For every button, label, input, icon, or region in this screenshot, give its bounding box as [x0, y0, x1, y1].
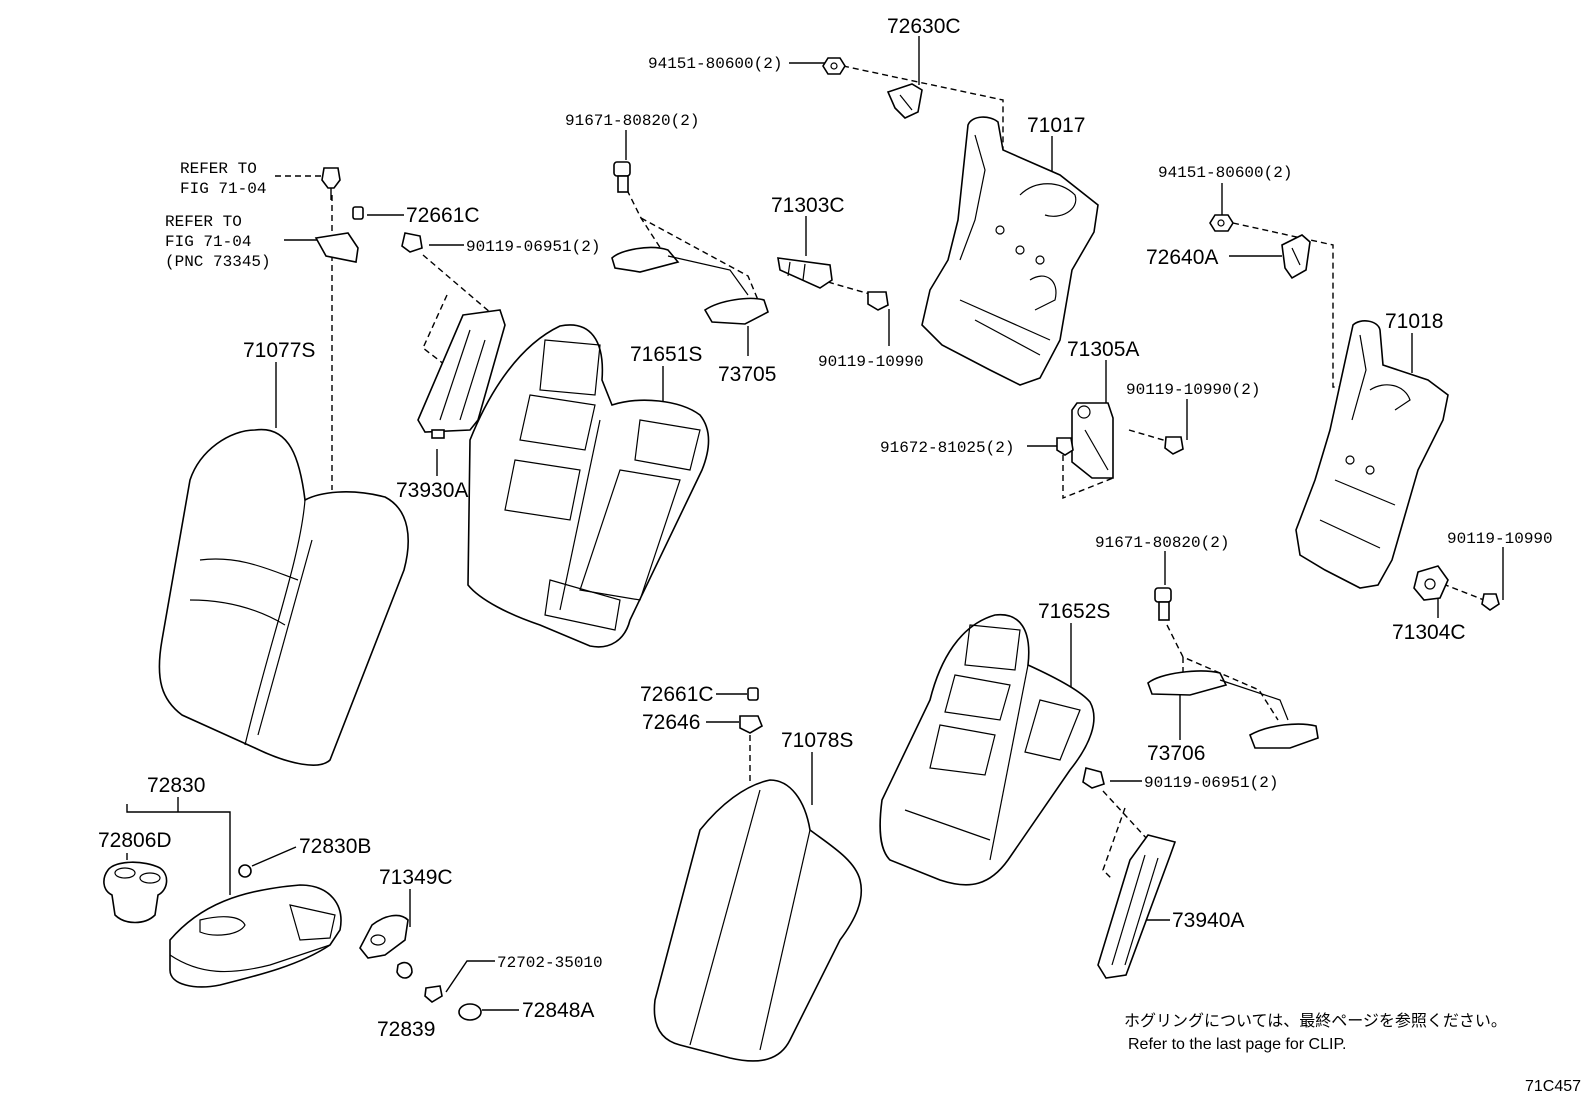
label-72702: 72702-35010: [497, 954, 603, 972]
clip-72661C-mid: [747, 687, 759, 701]
label-73930A: 73930A: [396, 479, 468, 502]
label-91671-right: 91671-80820(2): [1095, 534, 1229, 552]
bolt-90119-10990-mid: [867, 291, 889, 311]
label-71078S: 71078S: [781, 729, 853, 752]
figure-code: 71C457: [1525, 1078, 1581, 1095]
label-71652S: 71652S: [1038, 600, 1110, 623]
label-refer2-line1: REFER TO: [165, 213, 242, 231]
label-73705: 73705: [718, 363, 776, 386]
seat-back-frame-71018: [1295, 320, 1449, 589]
part-labels: 72630C 94151-80600(2) 71017 91671-80820(…: [98, 15, 1553, 1041]
label-91671-top: 91671-80820(2): [565, 112, 699, 130]
note-english: Refer to the last page for CLIP.: [1128, 1036, 1347, 1053]
label-71651S: 71651S: [630, 343, 702, 366]
label-71349C: 71349C: [379, 866, 453, 889]
label-71303C: 71303C: [771, 194, 845, 217]
refer-bolt: [321, 167, 341, 200]
label-73940A: 73940A: [1172, 909, 1244, 932]
bolt-90119-06951-right: [1082, 767, 1105, 789]
clip-72661C-top: [352, 206, 364, 220]
hinge-73706: [1147, 670, 1319, 749]
label-refer2-line2: FIG 71-04: [165, 233, 251, 251]
seat-back-cover-71652S: [879, 613, 1095, 886]
label-refer2-line3: (PNC 73345): [165, 253, 271, 271]
bracket-71349C: [359, 914, 409, 959]
label-72806D: 72806D: [98, 829, 172, 852]
label-90119-06951-right: 90119-06951(2): [1144, 774, 1278, 792]
bolt-90119-10990-2: [1164, 436, 1184, 455]
label-refer1-line1: REFER TO: [180, 160, 257, 178]
seat-back-cover-71078S: [653, 779, 863, 1062]
label-72646: 72646: [642, 711, 700, 734]
label-94151-right: 94151-80600(2): [1158, 164, 1292, 182]
bolt-90119-06951-top: [401, 232, 423, 253]
label-90119-06951-top: 90119-06951(2): [466, 238, 600, 256]
label-90119-10990-right: 90119-10990: [1447, 530, 1553, 548]
label-72640A: 72640A: [1146, 246, 1218, 269]
label-91672: 91672-81025(2): [880, 439, 1014, 457]
armrest-72830: [169, 884, 342, 988]
hinge-bracket-72640A: [1281, 234, 1311, 280]
bracket-71305A: [1071, 402, 1114, 479]
notes: ホグリングについては、最終ページを参照ください。 Refer to the la…: [1124, 1012, 1581, 1095]
nut-94151-right: [1209, 214, 1234, 232]
label-72661C-mid: 72661C: [640, 683, 714, 706]
bolt-91671-right: [1154, 587, 1172, 621]
leader-lines: [126, 36, 1504, 1011]
label-72830B: 72830B: [299, 835, 371, 858]
seat-back-cover-71077S: [158, 428, 409, 766]
label-72661C-top: 72661C: [406, 204, 480, 227]
bracket-71303C: [777, 257, 833, 289]
bolt-91672: [1056, 437, 1074, 456]
bolt-90119-10990-right: [1481, 593, 1500, 611]
label-71018: 71018: [1385, 310, 1443, 333]
bracket-72646: [739, 715, 763, 734]
note-japanese: ホグリングについては、最終ページを参照ください。: [1124, 1012, 1507, 1030]
label-refer1-line2: FIG 71-04: [180, 180, 266, 198]
label-72630C: 72630C: [887, 15, 961, 38]
label-90119-10990-2: 90119-10990(2): [1126, 381, 1260, 399]
label-71305A: 71305A: [1067, 338, 1139, 361]
bolt-91671-top: [613, 161, 631, 193]
hinge-73705: [611, 246, 769, 325]
label-71304C: 71304C: [1392, 621, 1466, 644]
cap-72848A: [458, 1003, 482, 1021]
bracket-71304C: [1413, 565, 1449, 601]
label-71017: 71017: [1027, 114, 1085, 137]
label-73706: 73706: [1147, 742, 1205, 765]
clip-72830B: [238, 864, 252, 878]
side-airbag-73940A: [1097, 834, 1177, 979]
screw-72702: [424, 985, 443, 1003]
label-72830: 72830: [147, 774, 205, 797]
seat-back-cover-71651S: [467, 324, 710, 648]
label-72848A: 72848A: [522, 999, 594, 1022]
hinge-bracket-72630C: [886, 83, 923, 119]
label-90119-10990-mid: 90119-10990: [818, 353, 924, 371]
nut-94151-top: [822, 57, 846, 75]
label-94151-top: 94151-80600(2): [648, 55, 782, 73]
seat-back-frame-71017: [921, 116, 1099, 386]
refer-bracket: [314, 232, 359, 263]
label-72839: 72839: [377, 1018, 435, 1041]
label-71077S: 71077S: [243, 339, 315, 362]
side-airbag-73930A: [417, 309, 506, 439]
cup-holder-72806D: [103, 861, 168, 924]
clip-72839: [396, 961, 413, 979]
